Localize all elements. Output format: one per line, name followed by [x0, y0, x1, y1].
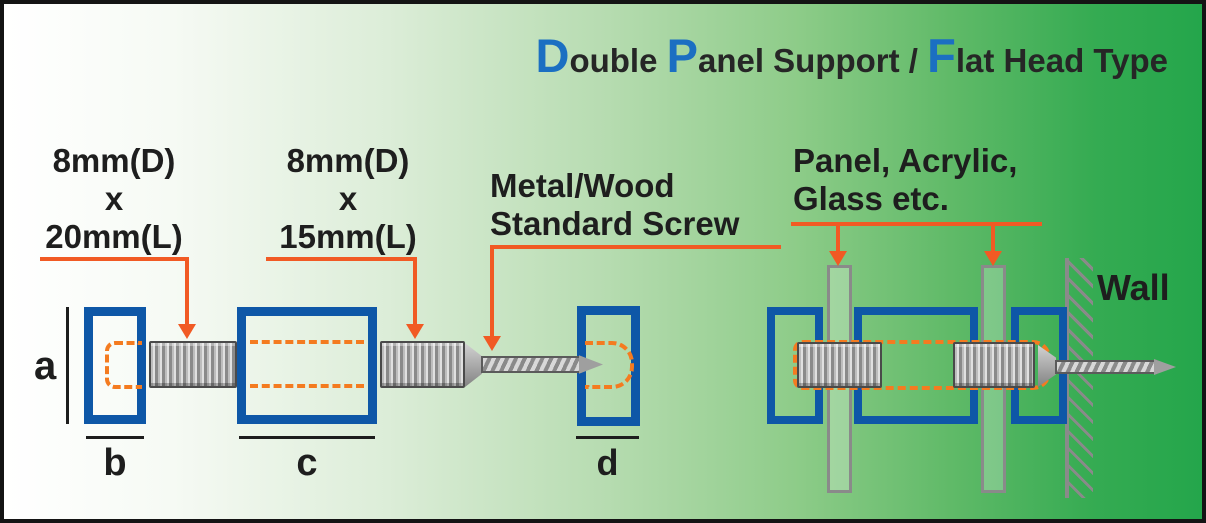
- wall-hatch: [1069, 258, 1093, 498]
- title-initial-d: D: [535, 29, 570, 82]
- callout-standoff-15-line2: x: [338, 180, 358, 217]
- barrel-through-hole-top: [250, 340, 364, 344]
- arrow-down-icon: [406, 324, 424, 339]
- dimension-label-a: a: [34, 344, 57, 388]
- dimension-label-d: d: [596, 442, 619, 483]
- flat-head-screw-head: [465, 343, 482, 387]
- callout-wall: Wall: [1097, 267, 1170, 308]
- dimension-label-c: c: [296, 442, 318, 484]
- leader-line-standoff-20: [40, 257, 189, 261]
- callout-panel-line2: Glass etc.: [793, 180, 949, 217]
- dimension-line-b: [86, 436, 144, 439]
- wall-line: [1065, 258, 1069, 498]
- title-text: ouble: [569, 42, 667, 79]
- flat-head-screw-shank: [481, 356, 582, 373]
- title-initial-f: F: [927, 29, 956, 82]
- callout-standoff-20-line2: x: [104, 180, 124, 217]
- leader-line-panel-drop1: [836, 222, 840, 252]
- barrel-body-c: [237, 307, 377, 424]
- callout-standoff-15: 8mm(D) x 15mm(L): [268, 142, 428, 256]
- callout-standoff-20-line3: 20mm(L): [45, 218, 183, 255]
- callout-standoff-15-line3: 15mm(L): [279, 218, 417, 255]
- arrow-down-icon: [483, 336, 501, 351]
- arrow-down-icon: [984, 251, 1002, 266]
- dimension-line-a: [66, 307, 69, 424]
- dimension-label-b: b: [103, 442, 127, 484]
- callout-standoff-15-line1: 8mm(D): [286, 142, 410, 179]
- arrow-down-icon: [178, 324, 196, 339]
- page-title: Double Panel Support / Flat Head Type: [535, 28, 1168, 83]
- leader-line-screw: [490, 245, 781, 249]
- assembled-screw-head: [1038, 345, 1056, 387]
- threaded-stud-20mm: [149, 341, 237, 388]
- callout-standoff-20: 8mm(D) x 20mm(L): [34, 142, 194, 256]
- end-cap-b: [84, 307, 146, 424]
- callout-panel-line1: Panel, Acrylic,: [793, 142, 1018, 179]
- dimension-line-c: [239, 436, 375, 439]
- callout-screw: Metal/Wood Standard Screw: [490, 167, 739, 243]
- assembled-stud-15mm: [953, 342, 1035, 388]
- leader-line-screw-drop: [490, 245, 494, 337]
- leader-line-standoff-15-drop: [413, 257, 417, 325]
- end-cap-d-countersink-hole: [585, 341, 634, 389]
- callout-panel: Panel, Acrylic, Glass etc.: [793, 142, 1017, 218]
- callout-screw-line2: Standard Screw: [490, 205, 740, 242]
- leader-line-panel: [791, 222, 1042, 226]
- leader-line-panel-drop2: [991, 222, 995, 252]
- leader-line-standoff-15: [266, 257, 417, 261]
- title-text: anel Support /: [697, 42, 928, 79]
- barrel-through-hole-bottom: [250, 384, 364, 388]
- assembled-screw-shank: [1055, 360, 1158, 374]
- threaded-stud-15mm: [380, 341, 465, 388]
- dimension-line-d: [576, 436, 639, 439]
- leader-line-standoff-20-drop: [185, 257, 189, 325]
- callout-screw-line1: Metal/Wood: [490, 167, 675, 204]
- callout-standoff-20-line1: 8mm(D): [52, 142, 176, 179]
- end-cap-b-blind-hole: [105, 341, 142, 389]
- title-text: lat Head Type: [955, 42, 1168, 79]
- title-initial-p: P: [666, 29, 698, 82]
- assembled-stud-20mm: [797, 342, 882, 388]
- arrow-down-icon: [829, 251, 847, 266]
